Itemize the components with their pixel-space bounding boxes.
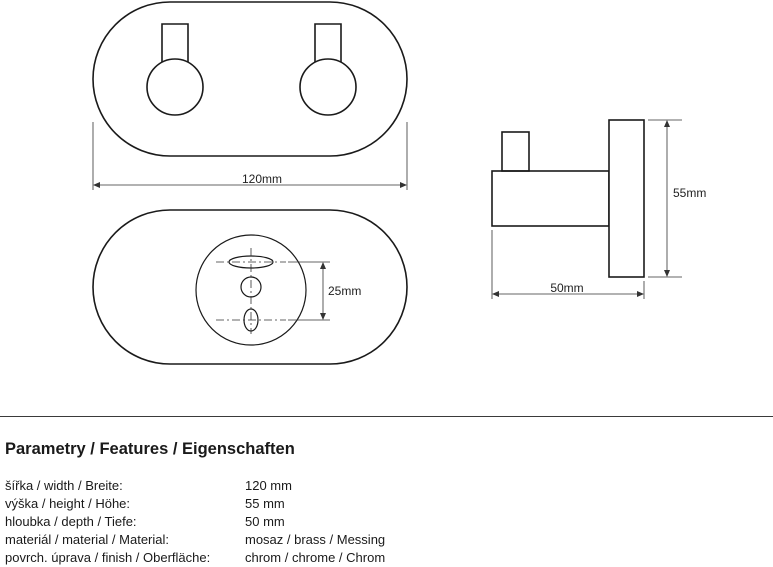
back-plate-outline bbox=[92, 209, 408, 365]
depth-dimension-label: 50mm bbox=[550, 281, 583, 295]
left-hook bbox=[146, 23, 204, 116]
depth-dimension bbox=[491, 230, 645, 299]
side-view bbox=[491, 119, 645, 278]
spec-value: 120 mm bbox=[245, 478, 292, 493]
front-plate-outline bbox=[92, 1, 408, 157]
spec-value: mosaz / brass / Messing bbox=[245, 532, 386, 547]
right-hook bbox=[299, 23, 357, 116]
hole-spacing-label: 25mm bbox=[328, 284, 361, 298]
spec-label: materiál / material / Material: bbox=[5, 532, 169, 547]
spec-label: výška / height / Höhe: bbox=[5, 496, 131, 511]
width-dimension-label: 120mm bbox=[242, 172, 282, 186]
specs-title: Parametry / Features / Eigenschaften bbox=[5, 440, 295, 458]
spec-row-material: materiál / material / Material: mosaz / … bbox=[5, 531, 565, 549]
technical-drawing: 120mm 25mm 55mm bbox=[92, 1, 706, 365]
height-dimension bbox=[648, 119, 682, 278]
front-view bbox=[92, 1, 408, 157]
hole-spacing-dimension bbox=[288, 261, 330, 321]
spec-row-width: šířka / width / Breite: 120 mm bbox=[5, 477, 565, 495]
back-view bbox=[92, 209, 408, 365]
height-dimension-label: 55mm bbox=[673, 186, 706, 200]
spec-row-finish: povrch. úprava / finish / Oberfläche: ch… bbox=[5, 549, 565, 567]
spec-row-height: výška / height / Höhe: 55 mm bbox=[5, 495, 565, 513]
side-hook-tip bbox=[501, 131, 530, 172]
section-divider bbox=[0, 416, 773, 417]
spec-value: 55 mm bbox=[245, 496, 285, 511]
mounting-plate-circle bbox=[195, 234, 307, 346]
spec-value: 50 mm bbox=[245, 514, 285, 529]
side-arm bbox=[491, 170, 610, 227]
spec-label: šířka / width / Breite: bbox=[5, 478, 123, 493]
spec-label: povrch. úprava / finish / Oberfläche: bbox=[5, 550, 211, 565]
center-lines bbox=[216, 248, 286, 334]
side-plate bbox=[608, 119, 645, 278]
spec-row-depth: hloubka / depth / Tiefe: 50 mm bbox=[5, 513, 565, 531]
spec-value: chrom / chrome / Chrom bbox=[245, 550, 386, 565]
width-dimension bbox=[92, 122, 408, 190]
spec-label: hloubka / depth / Tiefe: bbox=[5, 514, 137, 529]
